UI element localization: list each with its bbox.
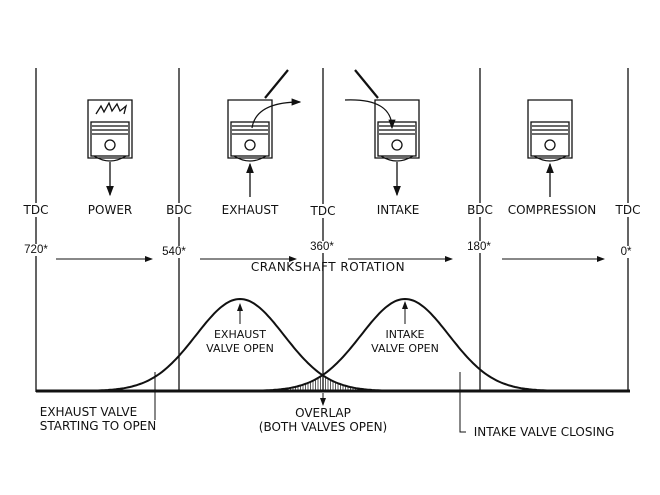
power-piston-icon <box>87 99 133 162</box>
label-line: EXHAUST VALVE <box>39 405 138 419</box>
position-label-tdc: TDC <box>308 204 338 218</box>
intake-piston-icon <box>374 99 420 162</box>
intake-closing-annotation: INTAKE VALVE CLOSING <box>473 425 615 439</box>
intake-flow-arrow <box>344 99 396 130</box>
label-line: STARTING TO OPEN <box>39 419 157 433</box>
overlap-annotation: OVERLAP (BOTH VALVES OPEN) <box>257 406 389 434</box>
intake-valve-stem <box>354 69 379 99</box>
label-line: (BOTH VALVES OPEN) <box>258 420 388 434</box>
exhaust-piston-icon <box>227 99 273 162</box>
degree-label: 0* <box>619 246 633 258</box>
label-line: OVERLAP <box>295 406 351 420</box>
position-label-bdc: BDC <box>465 203 495 217</box>
crankshaft-rotation-label: CRANKSHAFT ROTATION <box>250 260 406 274</box>
exhaust-valve-stem <box>264 69 289 99</box>
stroke-label-power: POWER <box>87 203 133 217</box>
position-label-bdc: BDC <box>164 203 194 217</box>
label-line: EXHAUST <box>213 328 267 341</box>
exhaust-valve-curve <box>60 297 420 392</box>
label-line: VALVE OPEN <box>371 342 439 355</box>
intake-valve-open-label: INTAKE VALVE OPEN <box>369 328 441 356</box>
label-line: INTAKE <box>385 328 425 341</box>
stroke-label-compression: COMPRESSION <box>507 203 597 217</box>
degree-label: 720* <box>23 244 49 256</box>
stroke-label-intake: INTAKE <box>376 203 420 217</box>
exhaust-start-annotation: EXHAUST VALVE STARTING TO OPEN <box>38 405 158 433</box>
degree-label: 540* <box>161 246 187 258</box>
position-label-tdc: TDC <box>613 203 643 217</box>
intake-closing-leader <box>459 372 466 433</box>
compression-piston-icon <box>527 99 573 162</box>
degree-label: 180* <box>466 241 492 253</box>
exhaust-valve-open-label: EXHAUST VALVE OPEN <box>204 328 276 356</box>
position-label-tdc: TDC <box>21 203 51 217</box>
label-line: VALVE OPEN <box>206 342 274 355</box>
exhaust-flow-arrow <box>251 98 302 129</box>
degree-label: 360* <box>309 241 335 253</box>
stroke-label-exhaust: EXHAUST <box>221 203 279 217</box>
